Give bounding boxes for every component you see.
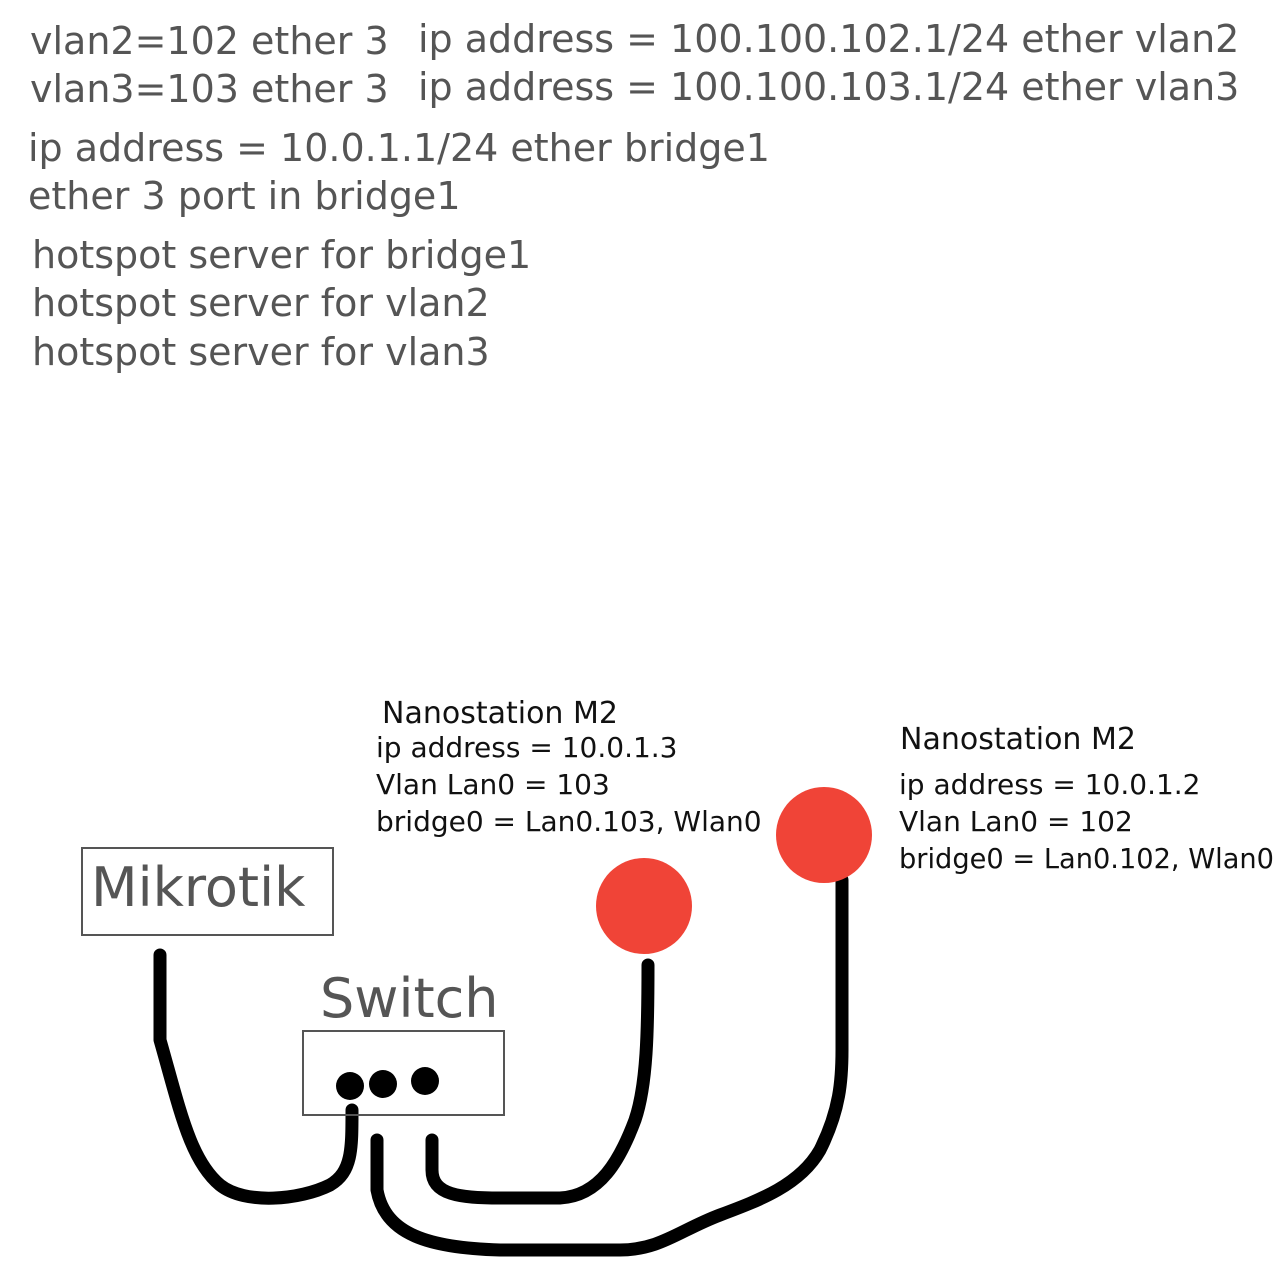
switch-box	[302, 1030, 505, 1116]
switch-port-3	[411, 1067, 439, 1095]
vlan3-ip-address: ip address = 100.100.103.1/24 ether vlan…	[418, 65, 1240, 109]
hotspot-vlan3-line: hotspot server for vlan3	[32, 330, 490, 374]
nanostation-right-ip: ip address = 10.0.1.2	[899, 768, 1201, 801]
vlan2-definition: vlan2=102 ether 3	[30, 19, 389, 63]
cable-switch-to-nanostation-left	[425, 958, 655, 1205]
nanostation-left-dot	[596, 858, 692, 954]
mikrotik-router: Mikrotik	[81, 847, 334, 936]
vlan2-ip-address: ip address = 100.100.102.1/24 ether vlan…	[418, 17, 1240, 61]
hotspot-vlan2-line: hotspot server for vlan2	[32, 281, 490, 325]
nanostation-left-bridge: bridge0 = Lan0.103, Wlan0	[376, 805, 762, 838]
switch-label: Switch	[320, 967, 499, 1030]
nanostation-left-ip: ip address = 10.0.1.3	[376, 731, 678, 764]
bridge-ip-address: ip address = 10.0.1.1/24 ether bridge1	[28, 126, 770, 170]
nanostation-left-vlan: Vlan Lan0 = 103	[376, 768, 610, 801]
nanostation-right-title: Nanostation M2	[900, 722, 1136, 757]
nanostation-right-dot	[776, 787, 872, 883]
hotspot-bridge1-line: hotspot server for bridge1	[32, 233, 532, 277]
nanostation-right-bridge: bridge0 = Lan0.102, Wlan0	[899, 842, 1274, 875]
mikrotik-label: Mikrotik	[91, 856, 306, 919]
vlan3-definition: vlan3=103 ether 3	[30, 67, 389, 111]
cable-mikrotik-to-switch	[153, 948, 359, 1205]
nanostation-left-title: Nanostation M2	[382, 696, 618, 731]
nanostation-right-vlan: Vlan Lan0 = 102	[899, 805, 1133, 838]
cable-switch-to-nanostation-right	[370, 873, 849, 1257]
switch-port-1	[336, 1072, 364, 1100]
bridge-port-line: ether 3 port in bridge1	[28, 174, 461, 218]
switch-port-2	[369, 1070, 397, 1098]
